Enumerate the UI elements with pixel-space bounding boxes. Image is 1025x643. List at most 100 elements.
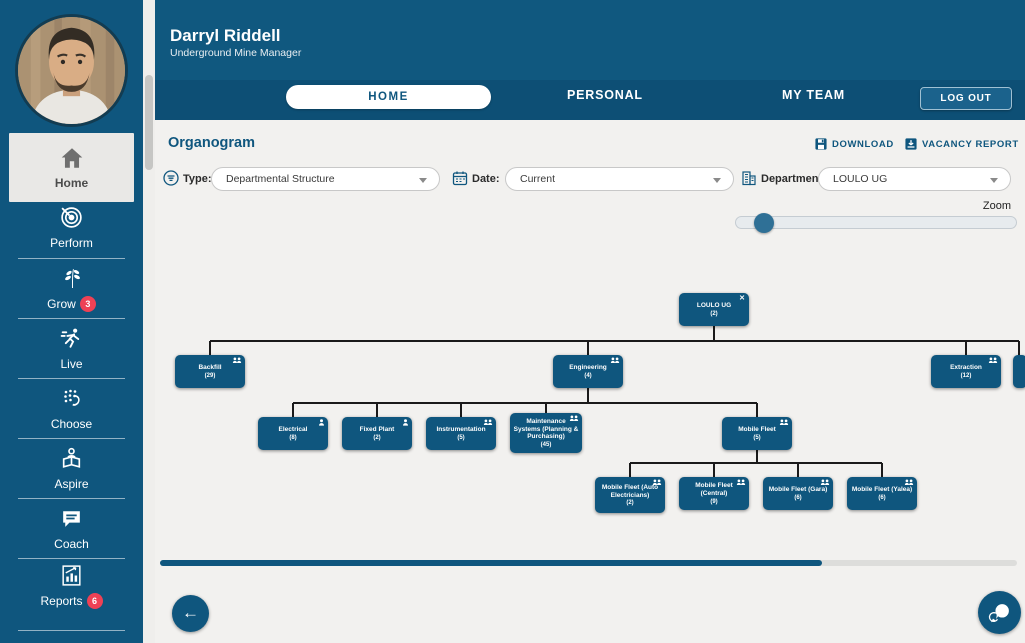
chevron-down-icon	[713, 178, 721, 183]
org-node-count: (29)	[204, 372, 216, 379]
org-node-instrumentation[interactable]: Instrumentation(5)	[426, 417, 496, 450]
sidebar-item-live[interactable]: Live	[0, 326, 143, 373]
sidebar-item-label: Grow	[47, 297, 76, 311]
group-icon	[904, 479, 914, 486]
sidebar-item-aspire[interactable]: Aspire	[0, 446, 143, 493]
report-download-icon	[905, 138, 917, 150]
back-button[interactable]: ←	[172, 595, 209, 632]
org-node-count: (8)	[289, 434, 297, 441]
tab-personal[interactable]: PERSONAL	[567, 88, 643, 102]
department-label: Department:	[761, 173, 826, 185]
main-content: Organogram DOWNLOAD VACANCY REPORT Type:	[155, 120, 1025, 643]
runner-icon	[59, 326, 85, 352]
user-title: Underground Mine Manager	[170, 47, 302, 59]
org-node-electrical[interactable]: Electrical(8)	[258, 417, 328, 450]
sidebar-divider	[18, 378, 125, 379]
org-node-mf-gara[interactable]: Mobile Fleet (Gara)(6)	[763, 477, 833, 510]
org-node-label: Backfill	[198, 364, 222, 372]
chevron-down-icon	[990, 178, 998, 183]
org-node-count: (5)	[753, 434, 761, 441]
date-label: Date:	[472, 173, 500, 185]
logout-button[interactable]: LOG OUT	[920, 87, 1012, 110]
org-node-backfill[interactable]: Backfill(29)	[175, 355, 245, 388]
sidebar-item-home[interactable]: Home	[9, 133, 134, 202]
download-label: DOWNLOAD	[832, 138, 894, 150]
sidebar-divider	[18, 630, 125, 631]
sidebar-divider	[18, 438, 125, 439]
date-dropdown[interactable]: Current	[505, 167, 734, 191]
group-icon	[820, 479, 830, 486]
department-value: LOULO UG	[833, 173, 888, 185]
org-node-partial[interactable]	[1013, 355, 1025, 388]
org-node-count: (6)	[794, 494, 802, 501]
reports-badge: 6	[86, 593, 103, 609]
chat-button[interactable]	[978, 591, 1021, 634]
org-node-label: Mobile Fleet (Gara)	[768, 486, 828, 494]
sidebar-item-label: Reports	[40, 594, 83, 608]
page-title: Organogram	[168, 135, 256, 151]
zoom-slider-thumb[interactable]	[754, 213, 774, 233]
sidebar-divider	[18, 498, 125, 499]
org-node-count: (2)	[626, 500, 634, 507]
org-node-label: Maintenance Systems (Planning & Purchasi…	[513, 417, 579, 441]
chat-bubbles-icon	[988, 603, 1009, 622]
sidebar-item-label: Perform	[50, 236, 93, 250]
org-node-mf-auto[interactable]: Mobile Fleet (Auto Electricians)(2)	[595, 477, 665, 513]
sidebar-item-choose[interactable]: Choose	[0, 386, 143, 433]
sidebar-divider	[18, 558, 125, 559]
org-node-label: Electrical	[278, 426, 308, 434]
horizontal-scrollbar[interactable]	[160, 560, 1017, 566]
sidebar-item-label: Choose	[50, 417, 93, 431]
org-node-label: LOULO UG	[696, 302, 732, 310]
org-node-count: (12)	[960, 372, 972, 379]
grow-badge: 3	[79, 296, 96, 312]
org-node-mf-yalea[interactable]: Mobile Fleet (Yalea)(6)	[847, 477, 917, 510]
org-node-label: Fixed Plant	[359, 426, 395, 434]
group-icon	[610, 357, 620, 364]
speech-bubble-icon	[59, 506, 85, 532]
building-icon	[742, 171, 756, 186]
org-node-count: (4)	[584, 372, 592, 379]
type-value: Departmental Structure	[226, 173, 335, 185]
sidebar-item-label: Live	[60, 357, 83, 371]
org-node-count: (6)	[878, 494, 886, 501]
sidebar-divider	[18, 258, 125, 259]
org-node-label: Mobile Fleet	[738, 426, 776, 434]
vacancy-report-button[interactable]: VACANCY REPORT	[905, 138, 1019, 150]
org-node-mf-central[interactable]: Mobile Fleet (Central)(9)	[679, 477, 749, 510]
person-icon	[318, 419, 325, 426]
org-node-extraction[interactable]: Extraction(12)	[931, 355, 1001, 388]
target-icon	[59, 205, 85, 231]
sidebar-item-coach[interactable]: Coach	[0, 506, 143, 553]
sidebar-item-perform[interactable]: Perform	[0, 205, 143, 252]
calendar-icon	[452, 171, 468, 186]
horizontal-scrollbar-thumb[interactable]	[160, 560, 822, 566]
close-icon[interactable]: ✕	[739, 295, 745, 302]
org-node-maintenance[interactable]: Maintenance Systems (Planning & Purchasi…	[510, 413, 582, 453]
avatar[interactable]	[15, 14, 128, 127]
vertical-scrollbar[interactable]	[143, 0, 155, 643]
header: Darryl Riddell Underground Mine Manager …	[155, 0, 1025, 120]
vertical-scrollbar-thumb[interactable]	[145, 75, 153, 170]
tab-home[interactable]: HOME	[286, 85, 491, 109]
zoom-slider[interactable]	[735, 213, 1017, 233]
type-dropdown[interactable]: Departmental Structure	[211, 167, 440, 191]
org-node-engineering[interactable]: Engineering(4)	[553, 355, 623, 388]
org-node-fixed-plant[interactable]: Fixed Plant(2)	[342, 417, 412, 450]
group-icon	[988, 357, 998, 364]
org-node-root[interactable]: ✕ LOULO UG(2)	[679, 293, 749, 326]
bar-chart-icon	[59, 563, 85, 589]
org-node-label: Mobile Fleet (Auto Electricians)	[601, 483, 659, 499]
group-icon	[483, 419, 493, 426]
hand-dots-icon	[59, 386, 85, 412]
tab-my-team[interactable]: MY TEAM	[782, 88, 846, 102]
sidebar-item-label: Home	[54, 176, 89, 190]
department-dropdown[interactable]: LOULO UG	[818, 167, 1011, 191]
org-node-mobile-fleet[interactable]: Mobile Fleet(5)	[722, 417, 792, 450]
person-book-icon	[59, 446, 85, 472]
zoom-label: Zoom	[982, 200, 1011, 212]
download-button[interactable]: DOWNLOAD	[815, 138, 894, 150]
org-node-count: (2)	[710, 310, 718, 317]
